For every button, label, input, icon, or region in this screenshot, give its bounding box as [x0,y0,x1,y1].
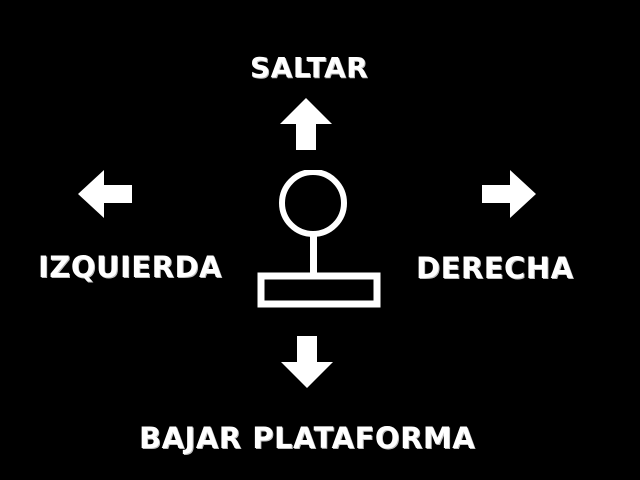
arrow-up-icon [280,98,332,150]
left-label: IZQUIERDA [38,250,222,284]
arrow-right-icon [482,170,536,218]
jump-label: SALTAR [250,51,369,84]
right-label: DERECHA [416,251,574,285]
drop-platform-label: BAJAR PLATAFORMA [139,421,476,455]
arrow-down-icon [281,336,333,388]
arrow-left-icon [78,170,132,218]
joystick-icon [257,170,381,308]
